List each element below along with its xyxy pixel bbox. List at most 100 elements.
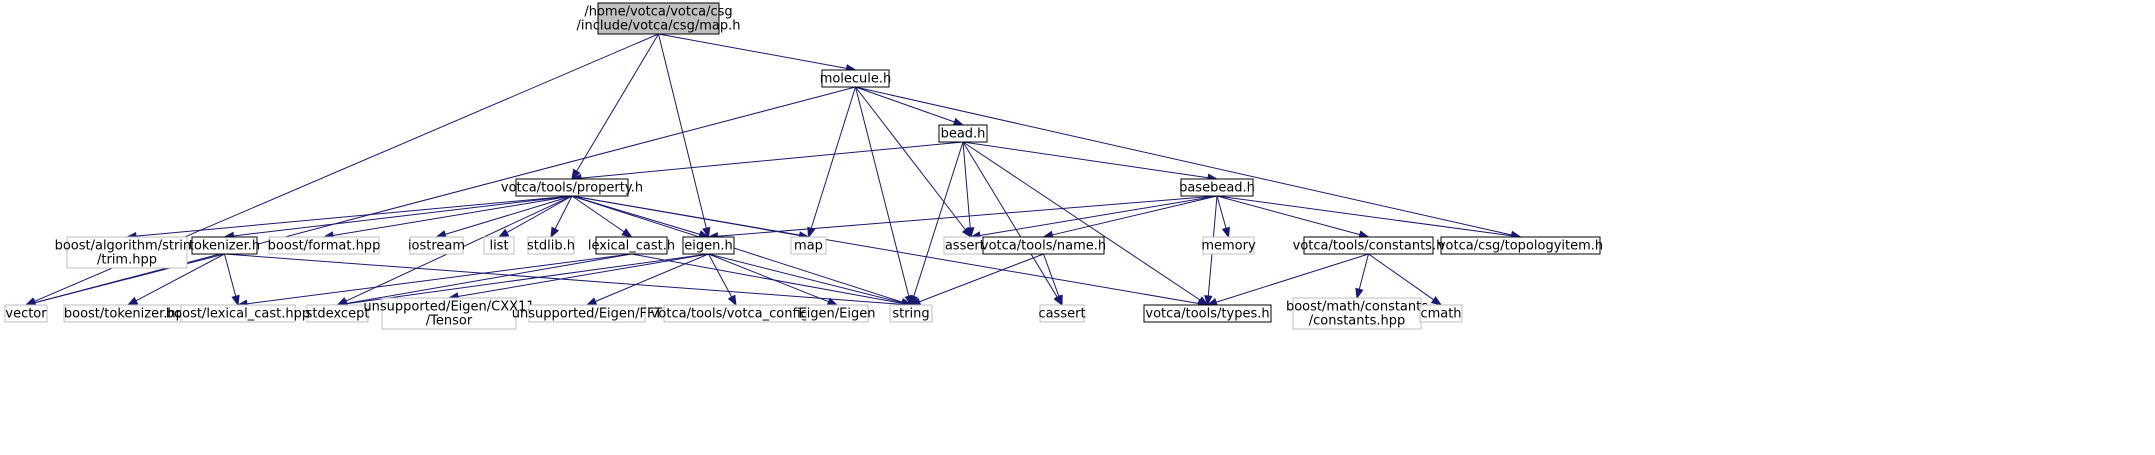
node-label: boost/lexical_cast.hpp [166,307,310,322]
node-label: tokenizer.h [189,239,260,254]
node-box [409,236,464,255]
node-box [1292,297,1422,330]
node-label: map [794,239,823,254]
edge-bead-to-cassert [962,141,1063,307]
node-boost_trim[interactable]: boost/algorithm/string/trim.hpp [55,236,200,269]
node-box [805,304,869,323]
node-label: bead.h [941,127,986,142]
node-box [483,236,515,255]
edge-name-to-cassert [1043,253,1063,307]
edge-basebead-to-name [1042,195,1218,239]
node-tensor[interactable]: unsupported/Eigen/CXX11/Tensor [363,297,535,330]
node-lexical_cast[interactable]: lexical_cast.h [588,236,675,255]
node-topologyitem[interactable]: votca/csg/topologyitem.h [1438,236,1603,255]
node-map[interactable]: /home/votca/votca/csg/include/votca/csg/… [577,2,741,35]
node-boost_constants[interactable]: boost/math/constants/constants.hpp [1286,297,1428,330]
node-label: /Tensor [426,314,473,329]
node-eigen_eigen[interactable]: Eigen/Eigen [798,304,876,323]
node-boost_format[interactable]: boost/format.hpp [268,236,381,255]
node-layer: /home/votca/votca/csg/include/votca/csg/… [4,2,1603,330]
node-label: boost/format.hpp [268,239,381,254]
node-box [515,178,629,197]
node-label: /include/votca/csg/map.h [577,19,741,34]
node-memory[interactable]: memory [1201,236,1256,255]
node-label: votca/tools/votca_config.h [651,307,822,322]
edge-basebead-to-memory [1216,195,1231,239]
node-label: votca/tools/name.h [981,239,1106,254]
node-stdlib[interactable]: stdlib.h [527,236,575,255]
edge-eigen-to-fft [585,253,709,306]
node-box [790,236,827,255]
edge-basebead-to-constants [1216,195,1370,239]
node-label: votca/csg/topologyitem.h [1438,239,1603,254]
node-label: /home/votca/votca/csg [584,5,732,20]
node-label: Eigen/Eigen [798,307,875,322]
node-box [938,124,988,143]
node-label: boost/tokenizer.hpp [64,307,192,322]
edge-property-to-stdlib [550,195,573,239]
node-box [1440,236,1601,255]
node-stdexcept[interactable]: stdexcept [306,304,370,323]
node-bead[interactable]: bead.h [938,124,988,143]
node-box [1303,236,1434,255]
node-label: list [489,239,508,254]
node-iostream[interactable]: iostream [408,236,465,255]
edge-tokenizer-to-boost_lexical [224,253,240,307]
node-boost_tokenizer[interactable]: boost/tokenizer.hpp [63,304,193,323]
node-cassert[interactable]: cassert [1038,304,1086,323]
node-label: votca/tools/property.h [501,181,643,196]
node-label: votca/tools/constants.h [1293,239,1445,254]
node-label: vector [5,307,47,322]
edge-property-to-iostream [435,195,573,239]
node-fft[interactable]: unsupported/Eigen/FFT [512,304,662,323]
node-label: boost/algorithm/string [55,239,200,254]
node-types[interactable]: votca/tools/types.h [1143,304,1272,323]
node-box [528,304,646,323]
node-cmath[interactable]: cmath [1419,304,1463,323]
node-tokenizer[interactable]: tokenizer.h [189,236,260,255]
node-label: memory [1201,239,1256,254]
node-constants[interactable]: votca/tools/constants.h [1293,236,1445,255]
node-map_std[interactable]: map [790,236,827,255]
edge-property-to-lexical_cast [571,195,633,238]
node-box [982,236,1105,255]
node-vector[interactable]: vector [4,304,48,323]
node-name[interactable]: votca/tools/name.h [981,236,1106,255]
edge-map-to-eigen [658,33,711,239]
edge-bead-to-property [570,141,964,183]
edge-molecule-to-topologyitem [855,86,1522,240]
node-basebead[interactable]: basebead.h [1179,178,1255,197]
edge-bead-to-types [962,141,1209,306]
node-label: cmath [1420,307,1461,322]
node-string[interactable]: string [889,304,933,323]
edge-eigen-to-eigen_eigen [708,253,839,306]
node-box [597,2,720,35]
node-box [66,236,188,269]
node-label: string [892,307,929,322]
edge-bead-to-string [909,141,964,307]
edge-basebead-to-assert [969,195,1218,240]
edge-layer [24,33,1522,309]
node-box [191,236,258,255]
edge-tokenizer-to-boost_tokenizer [126,253,225,306]
node-list[interactable]: list [483,236,515,255]
edge-molecule-to-map_std [807,86,856,239]
node-box [1202,236,1255,255]
node-eigen[interactable]: eigen.h [682,236,735,255]
edge-lexical_cast-to-string [631,253,913,308]
node-label: /constants.hpp [1309,314,1406,329]
node-box [4,304,48,323]
edge-molecule-to-bead [855,86,965,126]
node-label: eigen.h [684,239,732,254]
node-votca_config[interactable]: votca/tools/votca_config.h [651,304,822,323]
node-box [527,236,575,255]
node-label: unsupported/Eigen/FFT [512,307,662,322]
edge-name-to-string [909,253,1044,306]
node-property[interactable]: votca/tools/property.h [501,178,643,197]
node-label: votca/tools/types.h [1145,307,1269,322]
node-molecule[interactable]: molecule.h [820,69,892,88]
node-label: stdexcept [306,307,370,322]
node-boost_lexical[interactable]: boost/lexical_cast.hpp [166,304,310,323]
node-label: stdlib.h [527,239,575,254]
